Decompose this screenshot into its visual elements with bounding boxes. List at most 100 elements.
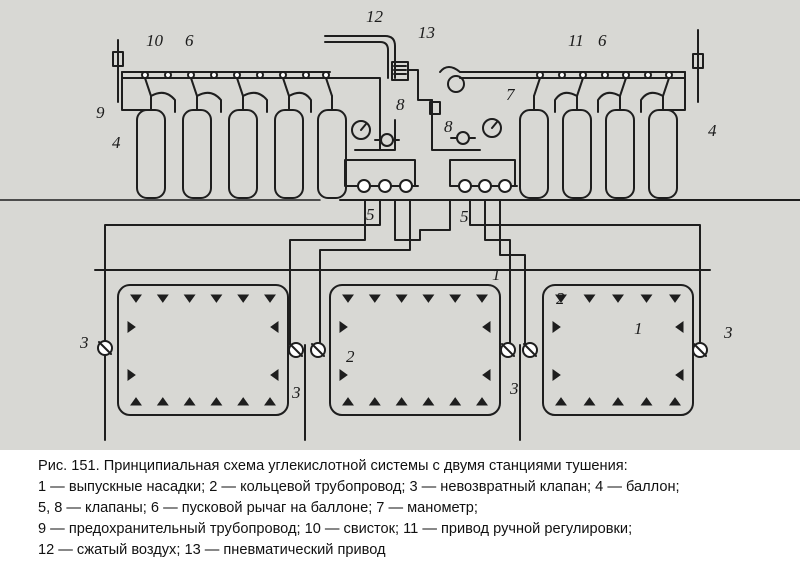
left-pressure-line xyxy=(354,119,396,151)
label-3-center-left: 3 xyxy=(291,383,301,402)
discharge-nozzle xyxy=(422,294,435,303)
actuator-to-right xyxy=(417,84,433,101)
main-right-rail-2 xyxy=(484,199,511,346)
discharge-nozzle xyxy=(210,294,223,303)
discharge-nozzle xyxy=(264,294,276,303)
compartment-right xyxy=(542,284,694,416)
schematic-figure: 10 6 9 4 12 13 8 5 11 6 7 8 4 5 1 2 1 3 … xyxy=(0,0,800,450)
whistle-10-left xyxy=(112,51,124,67)
discharge-nozzle xyxy=(210,397,223,406)
left-collector xyxy=(329,77,381,151)
cylinder-left-5 xyxy=(317,109,347,199)
discharge-nozzle xyxy=(183,294,196,303)
discharge-nozzle xyxy=(130,397,142,406)
discharge-nozzle xyxy=(422,397,435,406)
left-valves-5 xyxy=(357,179,413,193)
right-valves-5 xyxy=(458,179,512,193)
label-8-right: 8 xyxy=(444,117,453,136)
discharge-nozzle xyxy=(156,294,169,303)
discharge-nozzle xyxy=(675,369,684,381)
compartment-center xyxy=(329,284,501,416)
discharge-nozzle xyxy=(342,397,354,406)
label-9-left: 9 xyxy=(96,103,105,122)
cylinder-right-4 xyxy=(648,109,678,199)
label-4-right: 4 xyxy=(708,121,717,140)
discharge-nozzle xyxy=(612,397,624,406)
label-6-left: 6 xyxy=(185,31,194,50)
discharge-nozzle xyxy=(237,294,250,303)
valve-8-right xyxy=(456,131,470,145)
co2-system-diagram: 10 6 9 4 12 13 8 5 11 6 7 8 4 5 1 2 1 3 … xyxy=(0,7,800,441)
cylinder-right-2 xyxy=(562,109,592,199)
discharge-nozzle xyxy=(130,294,142,303)
label-3-far-right: 3 xyxy=(723,323,733,342)
discharge-nozzle xyxy=(368,397,381,406)
right-small-gauge xyxy=(447,75,465,93)
discharge-nozzle xyxy=(476,397,488,406)
discharge-nozzle xyxy=(270,369,279,381)
cylinder-left-4 xyxy=(274,109,304,199)
label-2-right: 2 xyxy=(556,289,565,308)
right-valve-manifold-5 xyxy=(449,159,516,187)
discharge-nozzle xyxy=(395,397,408,406)
label-1-right: 1 xyxy=(634,319,643,338)
discharge-nozzle xyxy=(555,294,567,303)
discharge-nozzle xyxy=(583,294,596,303)
right-launch-levers-6 xyxy=(533,77,670,97)
discharge-nozzle xyxy=(555,397,567,406)
discharge-nozzle xyxy=(482,321,491,333)
left-lever-joints xyxy=(141,71,330,79)
discharge-nozzle xyxy=(675,321,684,333)
discharge-nozzle xyxy=(183,397,196,406)
caption-line-3: 9 — предохранительный трубопровод; 10 — … xyxy=(38,521,633,537)
label-1-center: 1 xyxy=(492,265,501,284)
valve-8-left xyxy=(380,133,394,147)
left-launch-levers-6 xyxy=(144,77,333,97)
discharge-nozzle xyxy=(640,294,653,303)
actuator-link xyxy=(407,69,419,86)
discharge-nozzle xyxy=(552,321,561,333)
cylinder-left-necks xyxy=(150,95,333,111)
caption-line-2: 5, 8 — клапаны; 6 — пусковой рычаг на ба… xyxy=(38,500,478,516)
main-left-rail-2 xyxy=(289,199,366,346)
compressed-air-pipe-12b xyxy=(324,41,389,79)
manometer-7-left xyxy=(351,120,371,140)
cylinder-right-3 xyxy=(605,109,635,199)
discharge-nozzle xyxy=(395,294,408,303)
discharge-nozzle xyxy=(270,321,279,333)
caption-title: Рис. 151. Принципиальная схема углекисло… xyxy=(38,458,628,474)
main-left-rail xyxy=(104,199,381,346)
main-center-rail-3 xyxy=(319,199,411,346)
caption-line-4: 12 — сжатый воздух; 13 — пневматический … xyxy=(38,542,386,558)
discharge-nozzle xyxy=(342,294,354,303)
reference-labels: 10 6 9 4 12 13 8 5 11 6 7 8 4 5 1 2 1 3 … xyxy=(79,7,733,402)
label-7: 7 xyxy=(506,85,516,104)
left-bottle-loops xyxy=(150,91,312,113)
discharge-nozzle xyxy=(449,397,462,406)
label-5-right: 5 xyxy=(460,207,469,226)
discharge-nozzle xyxy=(368,294,381,303)
main-center-rail-4 xyxy=(499,199,526,346)
label-6-right: 6 xyxy=(598,31,607,50)
cylinder-left-1 xyxy=(136,109,166,199)
discharge-nozzle xyxy=(156,397,169,406)
discharge-nozzle xyxy=(237,397,250,406)
manometer-7-right xyxy=(482,118,502,138)
right-lever-joints xyxy=(536,71,673,79)
label-5-left: 5 xyxy=(366,205,375,224)
cylinder-left-3 xyxy=(228,109,258,199)
label-8-left: 8 xyxy=(396,95,405,114)
discharge-nozzle xyxy=(127,321,136,333)
whistle-10-right xyxy=(692,53,704,69)
right-aux-box xyxy=(429,101,441,115)
discharge-nozzle xyxy=(476,294,488,303)
left-relief-pipe-9 xyxy=(121,71,151,111)
discharge-nozzle xyxy=(669,294,681,303)
discharge-nozzle xyxy=(669,397,681,406)
discharge-nozzle xyxy=(612,294,624,303)
discharge-nozzle xyxy=(339,321,348,333)
right-collector xyxy=(431,99,481,151)
cylinder-right-1 xyxy=(519,109,549,199)
actuator-coil xyxy=(393,65,407,75)
compressed-air-pipe-12 xyxy=(324,35,396,79)
